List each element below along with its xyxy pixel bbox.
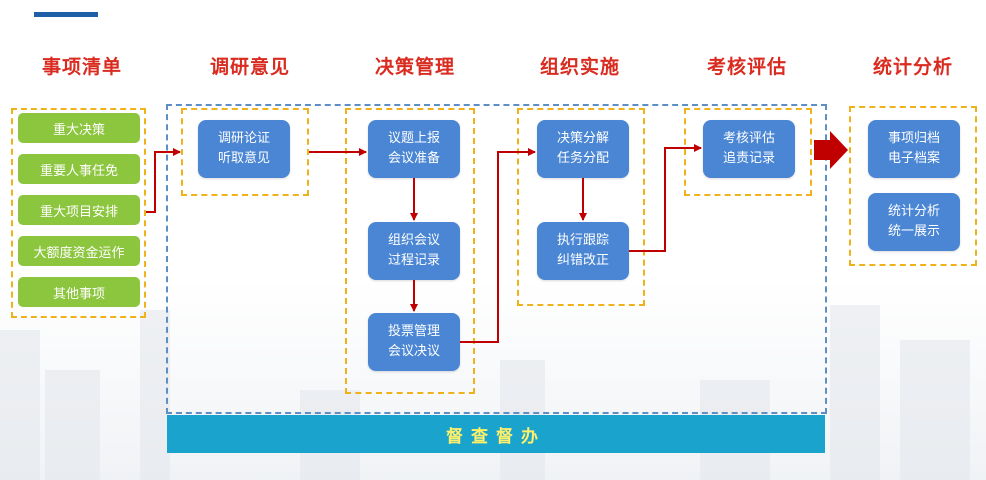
research-group-outline: [181, 108, 309, 196]
box-archive-line1: 事项归档: [887, 131, 940, 146]
box-vote-line1: 投票管理: [387, 324, 440, 339]
box-assess[interactable]: 考核评估 追责记录: [703, 120, 795, 178]
items-group-outline: [11, 108, 146, 318]
top-accent-bar: [34, 12, 98, 17]
box-track-line2: 纠错改正: [556, 253, 609, 268]
box-report[interactable]: 议题上报 会议准备: [368, 120, 460, 178]
box-display-line1: 统计分析: [887, 204, 940, 219]
box-assess-line1: 考核评估: [722, 131, 775, 146]
box-decompose[interactable]: 决策分解 任务分配: [537, 120, 629, 178]
box-research-line2: 听取意见: [217, 151, 270, 166]
implement-group-outline: [517, 108, 645, 306]
stage-title-assess: 考核评估: [706, 56, 787, 78]
stage-title-stats: 统计分析: [872, 56, 953, 78]
box-vote[interactable]: 投票管理 会议决议: [368, 313, 460, 371]
arrow-track-to-assess: [629, 144, 702, 252]
box-report-line1: 议题上报: [387, 131, 440, 146]
box-track-line1: 执行跟踪: [556, 233, 609, 248]
item-major-decision[interactable]: 重大决策: [18, 113, 140, 143]
assess-group-outline: [684, 108, 812, 196]
item-major-project[interactable]: 重大项目安排: [18, 195, 140, 225]
stage-title-implement: 组织实施: [539, 56, 620, 78]
box-decompose-line2: 任务分配: [556, 151, 609, 166]
box-display[interactable]: 统计分析 统一展示: [868, 193, 960, 251]
item-other[interactable]: 其他事项: [18, 277, 140, 307]
stats-group-outline: [849, 106, 977, 266]
supervision-bar[interactable]: 督查督办: [167, 415, 825, 453]
big-arrow-to-stats: [814, 131, 848, 169]
stage-title-list: 事项清单: [41, 56, 122, 78]
box-report-line2: 会议准备: [387, 151, 440, 166]
box-meeting-line1: 组织会议: [387, 233, 440, 248]
box-assess-line2: 追责记录: [722, 151, 775, 166]
item-personnel-appointment[interactable]: 重要人事任免: [18, 154, 140, 184]
box-track[interactable]: 执行跟踪 纠错改正: [537, 222, 629, 280]
arrow-vote-to-decompose: [460, 148, 536, 343]
arrow-items-to-research: [146, 148, 181, 213]
box-decompose-line1: 决策分解: [556, 131, 609, 146]
box-meeting-line2: 过程记录: [387, 253, 440, 268]
box-vote-line2: 会议决议: [387, 344, 440, 359]
item-large-funds[interactable]: 大额度资金运作: [18, 236, 140, 266]
decision-group-outline: [345, 108, 475, 394]
process-group-outline: [166, 104, 827, 414]
box-archive[interactable]: 事项归档 电子档案: [868, 120, 960, 178]
stage-title-decision: 决策管理: [374, 56, 455, 78]
box-research[interactable]: 调研论证 听取意见: [198, 120, 290, 178]
box-meeting[interactable]: 组织会议 过程记录: [368, 222, 460, 280]
box-display-line2: 统一展示: [887, 224, 940, 239]
box-research-line1: 调研论证: [217, 131, 270, 146]
stage-title-research: 调研意见: [209, 56, 290, 78]
box-archive-line2: 电子档案: [887, 151, 940, 166]
